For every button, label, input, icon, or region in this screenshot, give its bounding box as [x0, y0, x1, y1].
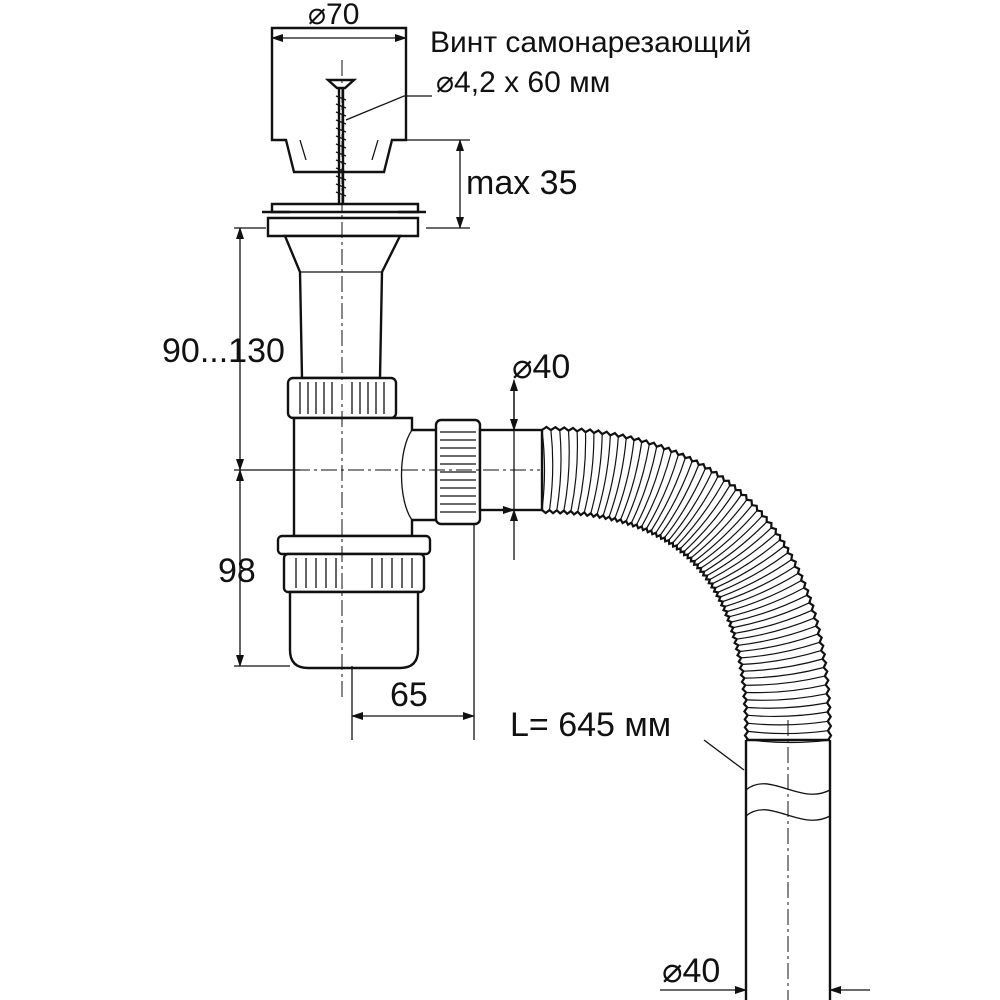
hose-rib	[608, 438, 627, 517]
hose-rib	[650, 457, 686, 531]
hose-rib	[715, 546, 785, 589]
hose-rib	[583, 432, 595, 513]
hose-rib	[738, 625, 817, 646]
hose-rib	[694, 504, 753, 562]
hose-rib	[620, 442, 643, 520]
hose-rib	[709, 533, 777, 581]
hose-rib	[733, 602, 810, 629]
hose-rib	[720, 559, 792, 598]
hose-rib	[729, 587, 805, 618]
hose-rib	[712, 539, 781, 585]
hose-rib	[676, 480, 725, 546]
hose-rib	[717, 552, 788, 593]
bottle-cup	[288, 590, 420, 670]
label-height-range: 90...130	[162, 332, 285, 370]
hose-rib	[700, 515, 763, 569]
hose-rib	[746, 693, 827, 701]
hose-rib	[590, 434, 603, 514]
hose-rib	[743, 658, 823, 672]
hose-rib	[744, 666, 824, 679]
label-trap-height: 98	[218, 552, 256, 590]
hose-rib	[625, 444, 650, 522]
hose-rib	[596, 435, 611, 515]
hose-rib	[664, 468, 706, 538]
hose-rib	[736, 617, 815, 640]
hose-rib	[563, 430, 570, 511]
hose-rib	[641, 451, 672, 527]
hose-rib	[687, 494, 742, 555]
hose-rib	[727, 580, 802, 613]
hose-rib	[630, 446, 658, 523]
hose-rib	[734, 609, 812, 634]
bottle-nut	[276, 534, 432, 594]
hose-rib	[602, 436, 619, 516]
self-tapping-screw	[324, 78, 358, 205]
hose-rib	[541, 429, 546, 511]
hose-rib	[746, 684, 826, 694]
label-cup-diameter: ⌀70	[308, 0, 359, 31]
hose-rib	[646, 454, 679, 529]
hose-rib	[668, 472, 713, 541]
hose-rib	[659, 464, 700, 536]
strainer-grate	[262, 202, 426, 238]
hose-rib	[722, 566, 796, 603]
hose-rib	[741, 641, 820, 659]
hose-inner-edge	[541, 425, 833, 741]
hose-rib	[570, 431, 579, 512]
hose-rib	[697, 510, 758, 565]
hose-rib	[747, 702, 828, 709]
hose-rib	[742, 650, 822, 665]
hose-rib	[731, 594, 808, 623]
hose-rib	[745, 675, 825, 686]
hose-rib	[724, 572, 799, 608]
hose-rib	[556, 430, 562, 511]
hose-rib	[672, 476, 719, 544]
dimension-lines	[234, 28, 870, 994]
outlet-nut	[434, 418, 482, 526]
corrugated-hose	[541, 425, 833, 744]
hose-rib	[747, 711, 828, 718]
label-outlet-diameter: ⌀40	[512, 348, 570, 386]
hose-rib	[680, 485, 731, 549]
hose-rib	[636, 449, 665, 525]
label-max-thickness: max 35	[466, 164, 578, 202]
hose-rib	[690, 499, 748, 559]
label-offset: 65	[390, 676, 428, 714]
label-screw-size: ⌀4,2 x 60 мм	[436, 66, 610, 99]
hose-rib	[703, 521, 768, 573]
hose-rib	[548, 430, 554, 511]
label-hose-length: L= 645 мм	[510, 706, 671, 744]
hose-rib	[739, 633, 819, 653]
hose-rib	[655, 461, 693, 534]
trap-body	[292, 416, 440, 538]
label-screw-name: Винт самонарезающий	[430, 26, 752, 59]
hose-rib	[577, 432, 587, 512]
hose-rib	[683, 489, 737, 552]
label-hose-end-diameter: ⌀40	[662, 952, 720, 990]
hose-rib	[614, 440, 635, 519]
hose-rib	[706, 527, 772, 577]
